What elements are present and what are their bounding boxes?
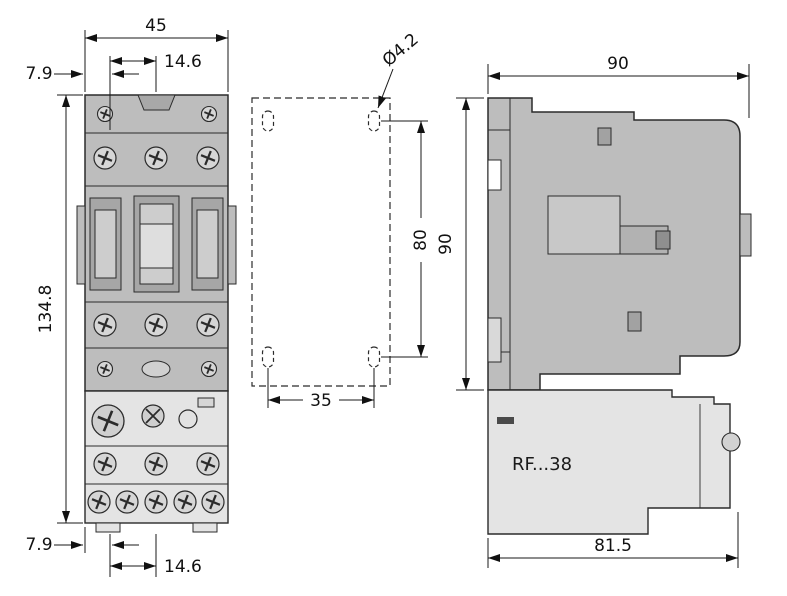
side-view: RF...38: [487, 97, 752, 535]
side-right-tab: [739, 213, 752, 257]
relay-test-cross-icon: [145, 408, 161, 424]
din-rail-clip: [487, 317, 502, 363]
mounting-slot: [261, 110, 275, 132]
relay-side-dial-knob: [721, 432, 741, 452]
dim-side-depth-top: 90: [487, 54, 750, 118]
dim-front-offset-top-label: 14.6: [164, 52, 202, 72]
dim-front-offset-bottom-label: 14.6: [164, 557, 202, 577]
dim-front-edge-bottom-label: 7.9: [25, 535, 52, 555]
side-vent-slot: [627, 311, 642, 332]
phillips-screw: [143, 312, 169, 338]
phillips-screw: [86, 489, 112, 515]
phillips-screw: [195, 312, 221, 338]
dim-side-depth-top-label: 90: [607, 54, 629, 74]
phillips-screw: [195, 451, 221, 477]
relay-foot: [192, 522, 218, 533]
relay-side-marking: [497, 417, 514, 424]
mounting-slot: [261, 346, 275, 368]
dim-hole-diameter-label: Ø4.2: [379, 30, 423, 71]
dim-front-edge-top: 7.9: [25, 64, 139, 84]
dim-front-height-label: 134.8: [36, 285, 56, 334]
phillips-screw: [195, 145, 221, 171]
phillips-screw: [143, 451, 169, 477]
phillips-screw: [200, 360, 218, 378]
relay-indicator-window: [197, 397, 215, 408]
phillips-screw: [92, 451, 118, 477]
mounting-plan-dimensions: Ø4.2 80 35: [267, 30, 434, 411]
relay-model-label: RF...38: [512, 454, 572, 475]
mounting-hole-plan: [251, 97, 391, 387]
front-view-dimensions: 45 14.6 7.9 134.8 7.9: [25, 16, 229, 577]
front-view: [76, 94, 237, 533]
side-vent-slot: [597, 127, 612, 146]
dim-front-edge-bottom: 7.9: [25, 527, 139, 555]
dim-front-offset-bottom: 14.6: [109, 534, 202, 577]
phillips-screw: [200, 105, 218, 123]
relay-dial-cross-icon: [97, 410, 119, 432]
dim-front-offset-top: 14.6: [109, 52, 202, 130]
top-mounting-tab: [137, 94, 176, 111]
relay-side-body: [487, 389, 731, 535]
front-pole-clamps: [76, 195, 237, 293]
side-view-dimensions: 90 90 81.5: [436, 54, 750, 568]
dim-horizontal-pitch-label: 35: [310, 391, 332, 411]
coil-block: [547, 195, 621, 255]
phillips-screw: [96, 360, 114, 378]
mounting-slot: [367, 110, 381, 132]
dim-vertical-pitch: 80: [381, 120, 434, 358]
coil-terminal-screw: [655, 230, 671, 250]
dim-front-width: 45: [84, 16, 229, 92]
dim-hole-diameter: Ø4.2: [377, 30, 423, 109]
phillips-screw: [172, 489, 198, 515]
phillips-screw: [200, 489, 226, 515]
phillips-screw: [114, 489, 140, 515]
phillips-screw: [143, 489, 169, 515]
footprint-outline: [251, 97, 391, 387]
relay-reset-button: [178, 409, 198, 429]
din-rail-notch: [487, 159, 502, 191]
relay-foot: [95, 522, 121, 533]
mounting-slot: [367, 346, 381, 368]
dim-front-width-label: 45: [145, 16, 167, 36]
dim-side-depth-bottom: 81.5: [487, 512, 739, 568]
dim-side-height: 90: [436, 97, 484, 391]
dim-front-edge-top-label: 7.9: [25, 64, 52, 84]
dim-front-height: 134.8: [36, 94, 83, 524]
dim-side-height-label: 90: [436, 233, 456, 255]
phillips-screw: [92, 145, 118, 171]
phillips-screw: [143, 145, 169, 171]
front-bottom-slot: [141, 360, 171, 378]
dim-horizontal-pitch: 35: [267, 368, 375, 411]
dim-side-depth-bottom-label: 81.5: [594, 536, 632, 556]
dim-vertical-pitch-label: 80: [411, 229, 431, 251]
phillips-screw: [92, 312, 118, 338]
